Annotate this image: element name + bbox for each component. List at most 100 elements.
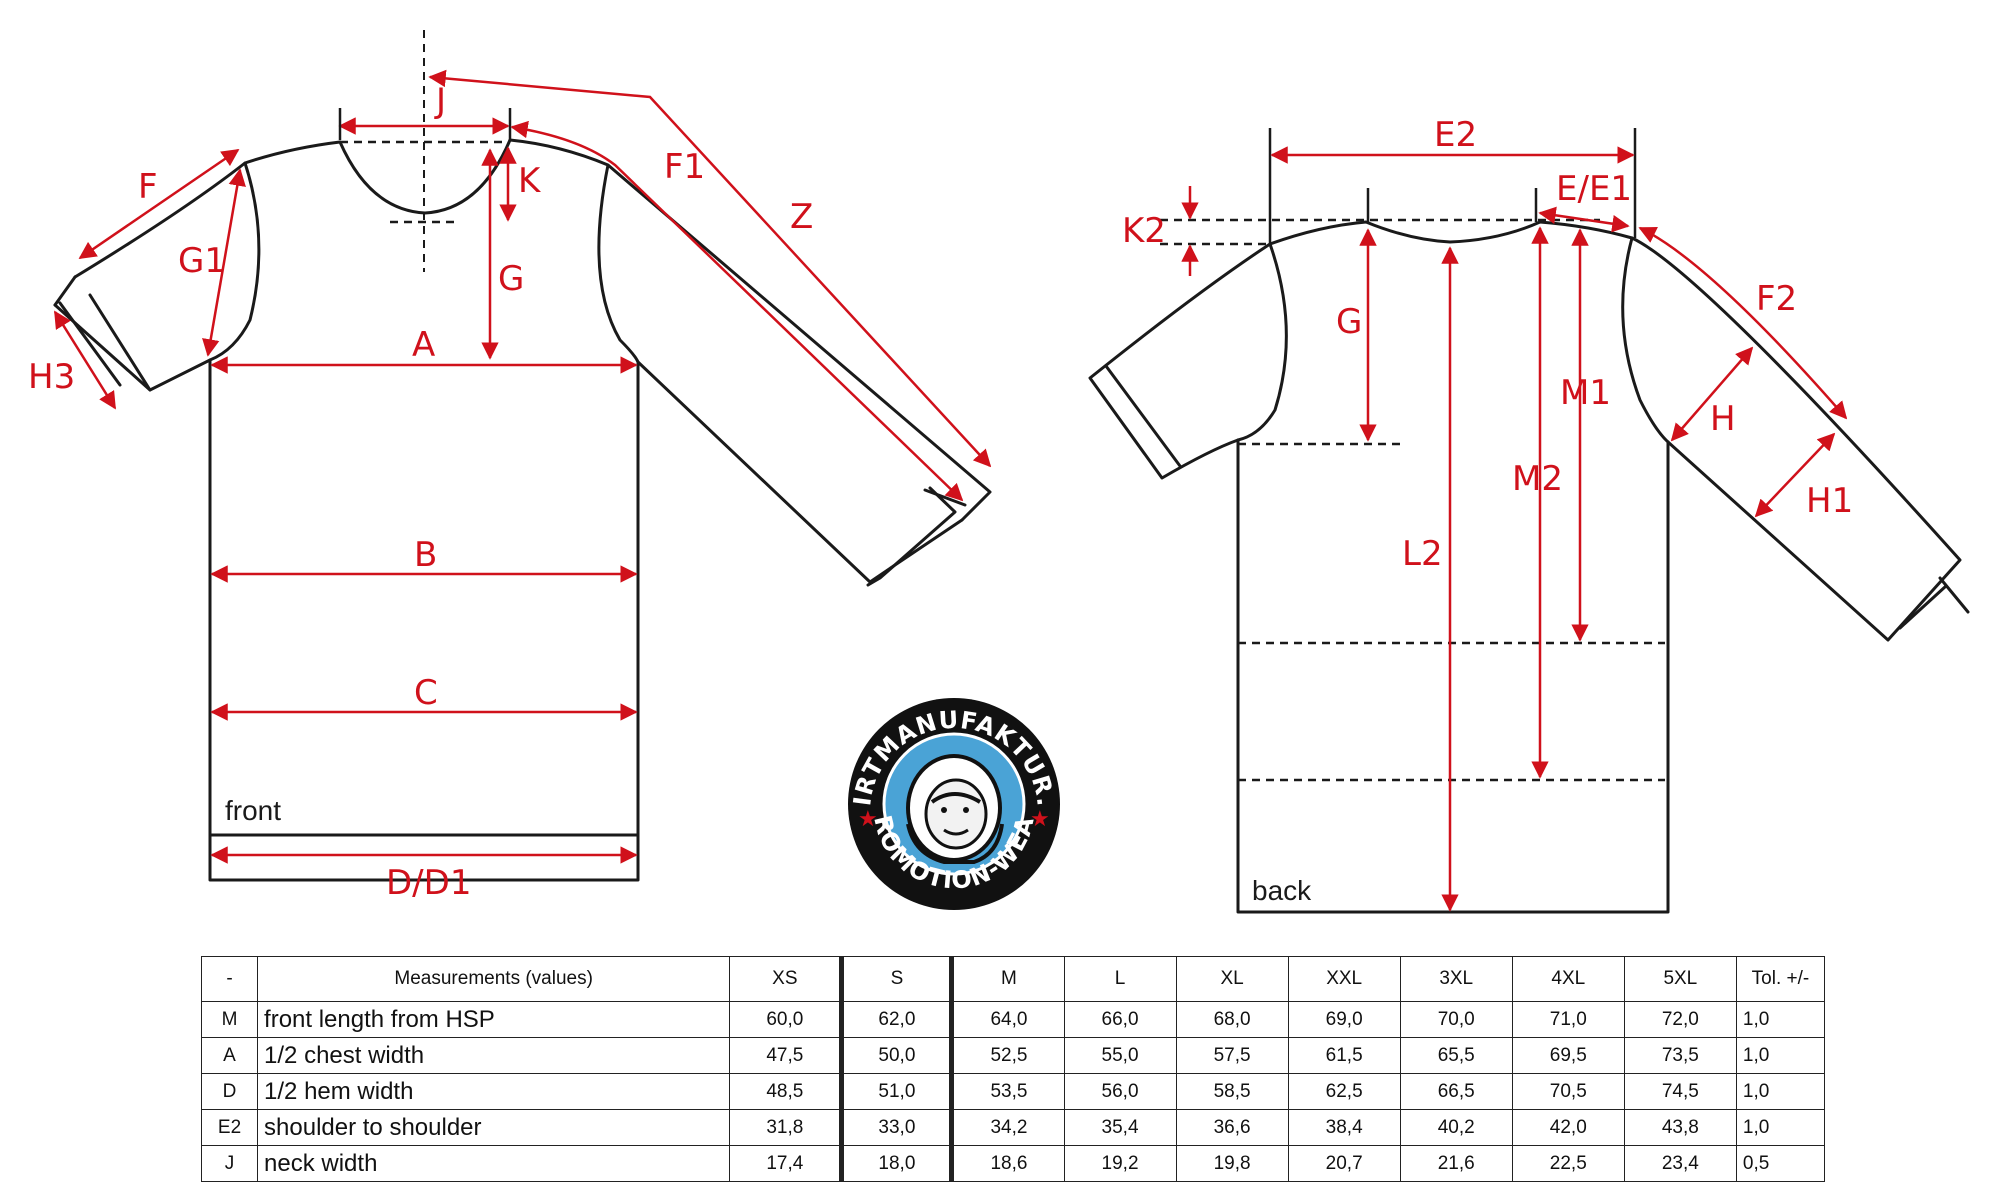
row-code: M [200, 1001, 259, 1038]
header-3xl: 3XL [1399, 956, 1513, 1002]
front-dimensions: J K G F G1 H3 Z F1 A B C D/D1 [28, 69, 992, 903]
cell-value: 70,5 [1511, 1073, 1625, 1110]
row-description: shoulder to shoulder [257, 1109, 731, 1146]
cell-value: 43,8 [1623, 1109, 1737, 1146]
label-G1: G1 [178, 241, 226, 281]
cell-value: 21,6 [1399, 1145, 1513, 1182]
cell-value: 69,0 [1287, 1001, 1401, 1038]
header-xl: XL [1175, 956, 1289, 1002]
cell-value: 18,6 [949, 1145, 1065, 1182]
header-s: S [839, 956, 953, 1002]
cell-value: 62,5 [1287, 1073, 1401, 1110]
front-view-label: front [225, 795, 281, 826]
cell-tolerance: 0,5 [1735, 1145, 1826, 1182]
label-E: E/E1 [1556, 169, 1632, 209]
header-l: L [1063, 956, 1177, 1002]
label-K: K [518, 161, 542, 201]
row-code: E2 [200, 1109, 259, 1146]
cell-value: 18,0 [839, 1145, 953, 1182]
cell-value: 22,5 [1511, 1145, 1625, 1182]
table-row: A 1/2 chest width 47,5 50,0 52,5 55,0 57… [200, 1037, 1826, 1074]
header-xs: XS [729, 956, 843, 1002]
cell-value: 73,5 [1623, 1037, 1737, 1074]
cell-value: 52,5 [949, 1037, 1065, 1074]
label-K2: K2 [1122, 211, 1166, 251]
table-row: J neck width 17,4 18,0 18,6 19,2 19,8 20… [200, 1145, 1826, 1182]
table-header-row: - Measurements (values) XS S M L XL XXL … [200, 956, 1826, 1002]
label-M2: M2 [1512, 459, 1563, 499]
table-row: D 1/2 hem width 48,5 51,0 53,5 56,0 58,5… [200, 1073, 1826, 1110]
table-row: M front length from HSP 60,0 62,0 64,0 6… [200, 1001, 1826, 1038]
row-description: 1/2 hem width [257, 1073, 731, 1110]
cell-value: 58,5 [1175, 1073, 1289, 1110]
label-G-back: G [1336, 302, 1362, 342]
cell-value: 36,6 [1175, 1109, 1289, 1146]
back-view-label: back [1252, 875, 1312, 906]
cell-value: 48,5 [729, 1073, 843, 1110]
star-icon-left: ★ [858, 806, 878, 831]
cell-tolerance: 1,0 [1735, 1073, 1826, 1110]
cell-value: 62,0 [839, 1001, 953, 1038]
cell-value: 20,7 [1287, 1145, 1401, 1182]
cell-value: 64,0 [949, 1001, 1065, 1038]
row-code: A [200, 1037, 259, 1074]
astronaut-icon [906, 754, 1004, 864]
star-icon-right: ★ [1030, 806, 1050, 831]
cell-value: 57,5 [1175, 1037, 1289, 1074]
label-H: H [1710, 399, 1736, 439]
cell-value: 35,4 [1063, 1109, 1177, 1146]
cell-value: 33,0 [839, 1109, 953, 1146]
cell-value: 17,4 [729, 1145, 843, 1182]
label-G: G [498, 259, 524, 299]
front-view-label-group: front [225, 795, 281, 826]
cell-value: 19,8 [1175, 1145, 1289, 1182]
front-garment [53, 30, 992, 882]
cell-tolerance: 1,0 [1735, 1001, 1826, 1038]
cell-value: 65,5 [1399, 1037, 1513, 1074]
header-measurements: Measurements (values) [257, 956, 731, 1002]
cell-value: 61,5 [1287, 1037, 1401, 1074]
back-view-label-group: back [1252, 875, 1312, 906]
label-E2: E2 [1434, 115, 1477, 155]
label-F: F [138, 167, 158, 207]
header-m: M [949, 956, 1065, 1002]
label-L2: L2 [1402, 534, 1443, 574]
header-code: - [200, 956, 259, 1002]
cell-value: 74,5 [1623, 1073, 1737, 1110]
cell-tolerance: 1,0 [1735, 1037, 1826, 1074]
label-H3: H3 [28, 357, 75, 397]
brand-logo: SHIRTMANUFAKTUR.DE PROMOTION-WEAR ★ ★ [848, 698, 1060, 910]
row-description: neck width [257, 1145, 731, 1182]
label-F2: F2 [1756, 279, 1797, 319]
label-D: D/D1 [386, 863, 471, 903]
row-description: 1/2 chest width [257, 1037, 731, 1074]
row-code: D [200, 1073, 259, 1110]
cell-value: 40,2 [1399, 1109, 1513, 1146]
cell-value: 72,0 [1623, 1001, 1737, 1038]
row-code: J [200, 1145, 259, 1182]
label-F1: F1 [664, 147, 705, 187]
cell-value: 70,0 [1399, 1001, 1513, 1038]
cell-value: 23,4 [1623, 1145, 1737, 1182]
cell-value: 51,0 [839, 1073, 953, 1110]
table-row: E2 shoulder to shoulder 31,8 33,0 34,2 3… [200, 1109, 1826, 1146]
label-H1: H1 [1806, 481, 1853, 521]
cell-value: 69,5 [1511, 1037, 1625, 1074]
label-Z: Z [790, 197, 813, 237]
cell-value: 31,8 [729, 1109, 843, 1146]
cell-value: 56,0 [1063, 1073, 1177, 1110]
cell-tolerance: 1,0 [1735, 1109, 1826, 1146]
header-5xl: 5XL [1623, 956, 1737, 1002]
size-table: - Measurements (values) XS S M L XL XXL … [200, 956, 1826, 1182]
cell-value: 38,4 [1287, 1109, 1401, 1146]
back-dimensions: E2 E/E1 K2 G L2 M1 M2 F2 H H1 [1122, 115, 1853, 912]
cell-value: 47,5 [729, 1037, 843, 1074]
cell-value: 66,5 [1399, 1073, 1513, 1110]
header-4xl: 4XL [1511, 956, 1625, 1002]
label-J: J [434, 81, 446, 121]
cell-value: 66,0 [1063, 1001, 1177, 1038]
header-xxl: XXL [1287, 956, 1401, 1002]
label-M1: M1 [1560, 373, 1611, 413]
cell-value: 68,0 [1175, 1001, 1289, 1038]
